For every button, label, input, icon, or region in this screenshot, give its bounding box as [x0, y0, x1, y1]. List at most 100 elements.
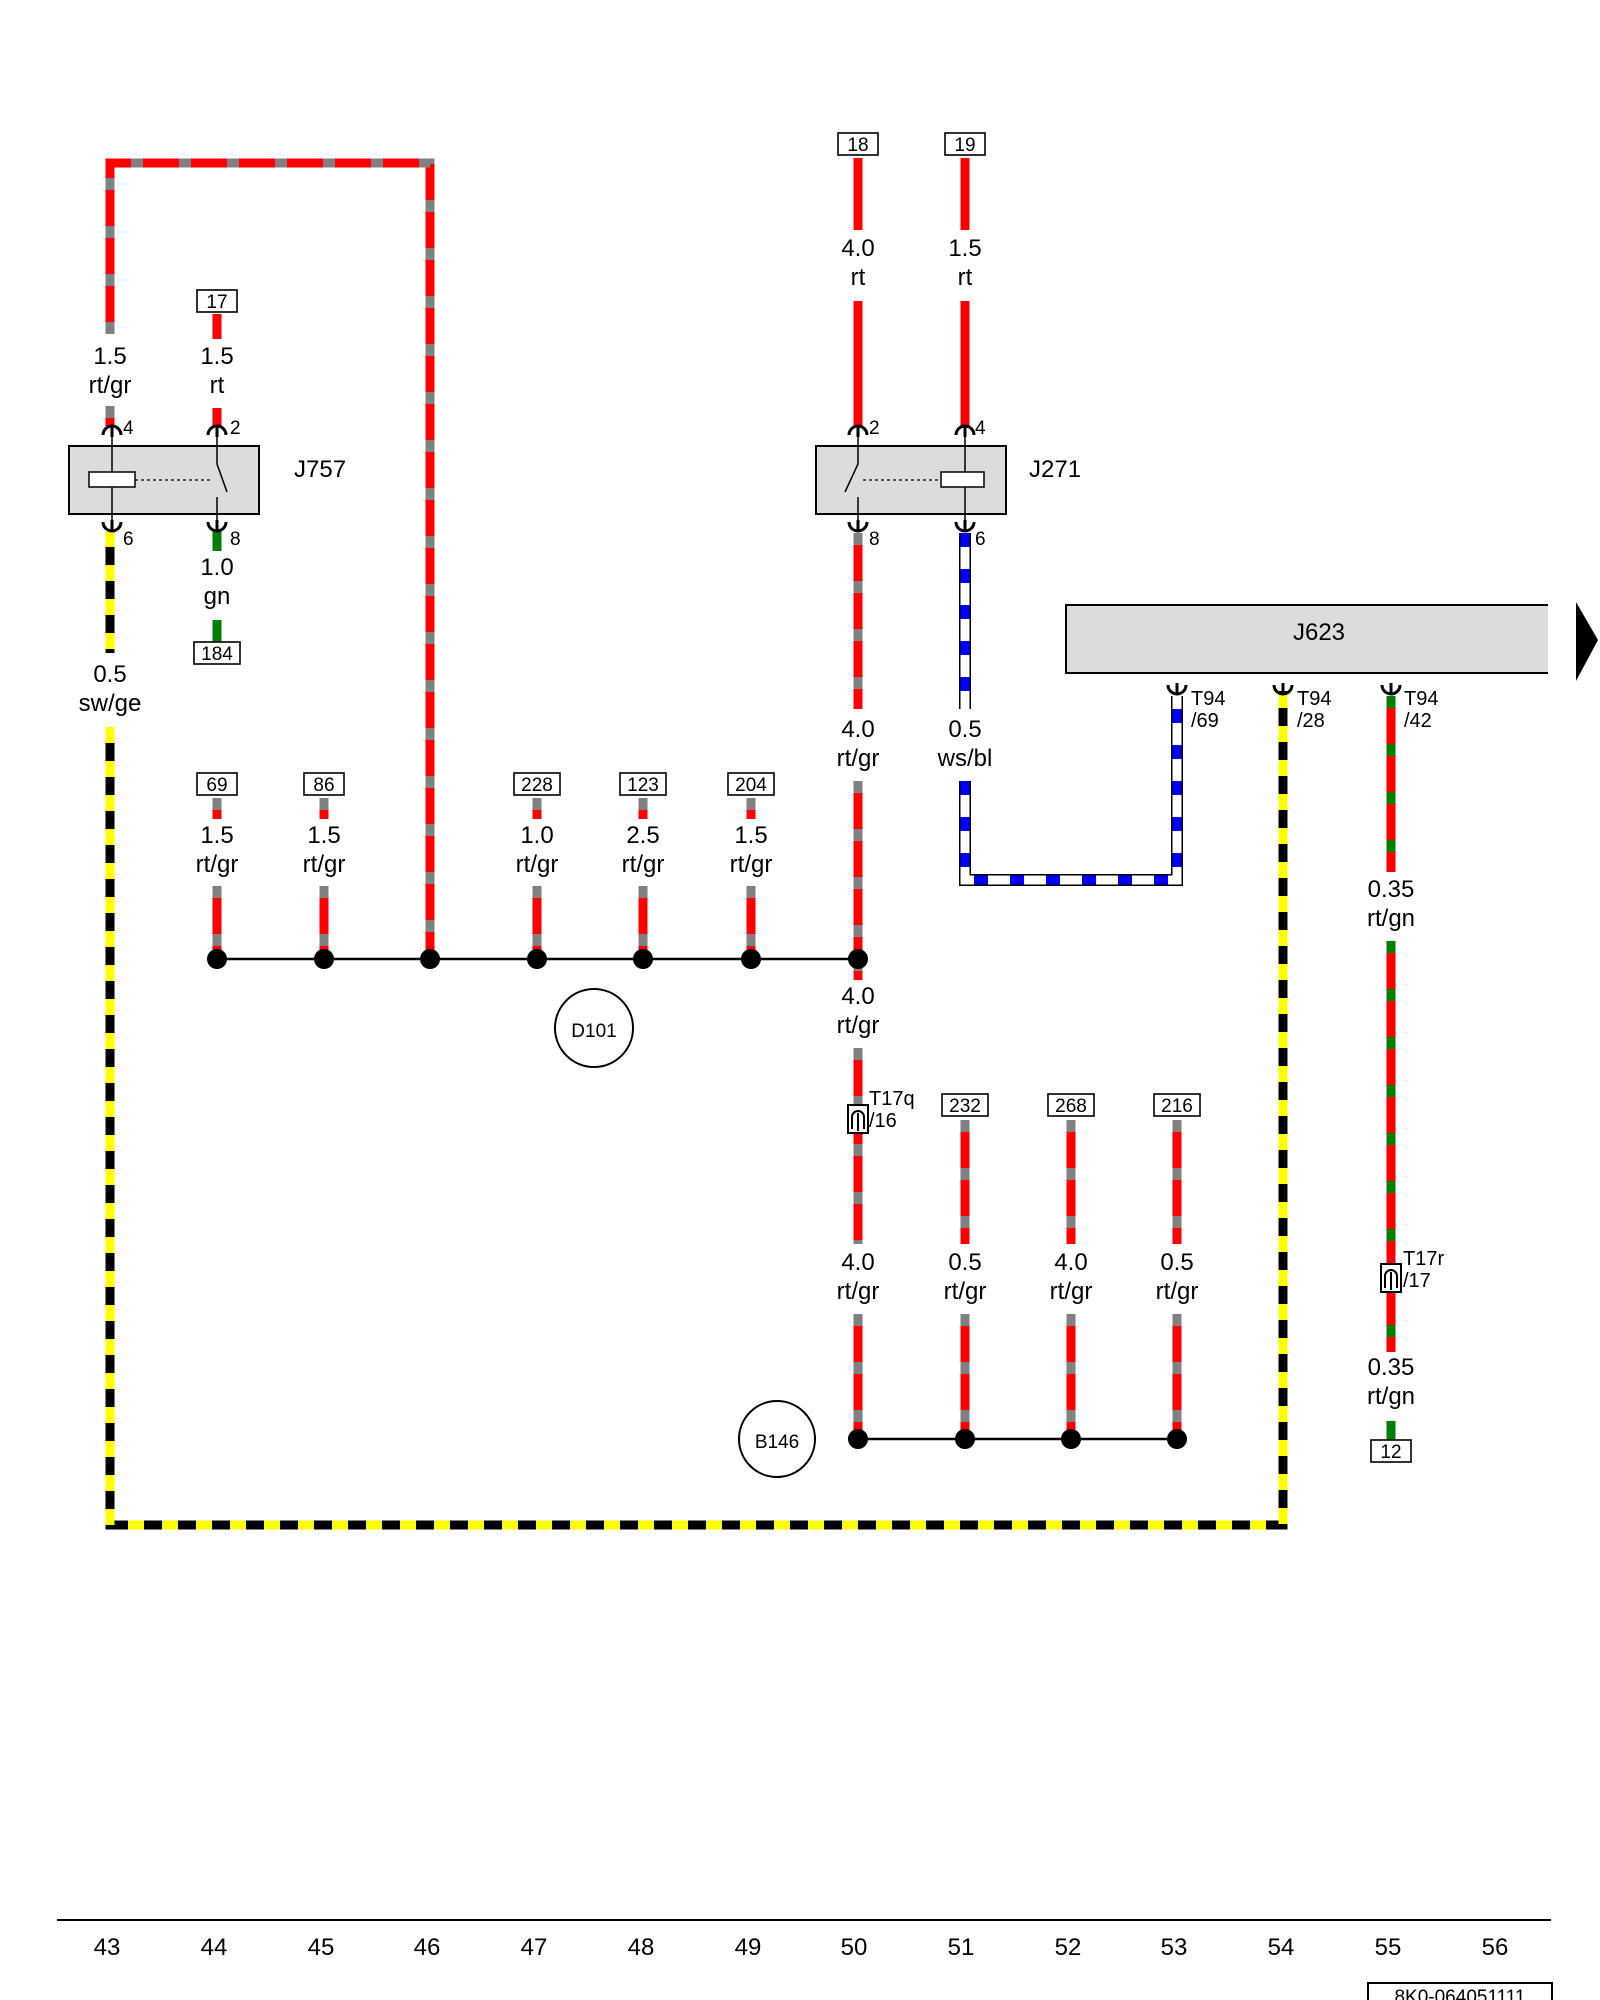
wire-stripe: [960, 696, 1182, 885]
wire-segment: [960, 696, 1182, 885]
wire-size-label: 0.35: [1368, 876, 1415, 903]
reference-number: 232: [949, 1096, 981, 1117]
component-label-J623: J623: [1293, 619, 1345, 646]
column-number: 49: [735, 1934, 762, 1961]
wire-size-label: 2.5: [626, 822, 659, 849]
column-number: 55: [1375, 1934, 1402, 1961]
reference-box-frame: [619, 772, 667, 796]
reference-box-frame: [944, 132, 986, 156]
connector-name: T17q: [869, 1088, 915, 1110]
connector-name: T94: [1297, 688, 1331, 710]
column-number: 44: [201, 1934, 228, 1961]
pin-number: 6: [123, 529, 134, 550]
continuation-arrow-icon: [1576, 602, 1598, 681]
column-number: 54: [1268, 1934, 1295, 1961]
wire-size-label: 1.0: [200, 554, 233, 581]
reference-number: 12: [1380, 1442, 1401, 1463]
connector-icon: [1380, 1263, 1402, 1293]
wire-color-label: rt/gr: [944, 1278, 987, 1305]
reference-box-frame: [196, 772, 238, 796]
wire-size-label: 1.5: [200, 343, 233, 370]
junction-dot: [848, 1429, 868, 1449]
reference-number: 216: [1161, 1096, 1193, 1117]
reference-number: 86: [313, 775, 334, 796]
reference-box: 19: [944, 132, 986, 156]
junction-dot: [1061, 1429, 1081, 1449]
reference-box-frame: [196, 289, 238, 313]
column-number: 53: [1161, 1934, 1188, 1961]
junction-dot: [527, 949, 547, 969]
wire-color-label: rt: [210, 372, 225, 399]
junction-dot: [741, 949, 761, 969]
wire-color-label: rt/gn: [1367, 905, 1415, 932]
component-label-D101: D101: [571, 1021, 616, 1042]
wire-size-label: 4.0: [841, 716, 874, 743]
wire-size-label: 0.5: [1160, 1249, 1193, 1276]
wire-size-label: 1.0: [520, 822, 553, 849]
wire-segment: [105, 158, 435, 959]
junction-dot: [207, 949, 227, 969]
reference-box-frame: [1153, 1093, 1201, 1117]
reference-box: 69: [196, 772, 238, 796]
column-number: 46: [414, 1934, 441, 1961]
connector-pin-number: /17: [1403, 1270, 1431, 1292]
wire-segment: [105, 691, 1288, 1530]
relay-coil: [88, 471, 136, 488]
pin-number: 4: [123, 418, 134, 439]
wire-size-label: 4.0: [841, 1249, 874, 1276]
reference-box: 18: [837, 132, 879, 156]
reference-number: 184: [201, 644, 233, 665]
wire-color-label: rt/gr: [303, 851, 346, 878]
wire-color-label: gn: [204, 583, 231, 610]
reference-number: 228: [521, 775, 553, 796]
document-number: 8K0-064051111: [1394, 1987, 1525, 2000]
reference-box: 204: [727, 772, 775, 796]
column-number: 43: [94, 1934, 121, 1961]
relay-switch: [216, 434, 228, 493]
reference-number: 69: [206, 775, 227, 796]
connector-pin-number: /42: [1404, 710, 1432, 732]
wire-size-label: 0.35: [1368, 1354, 1415, 1381]
wire-wsbl-to-j623: [959, 696, 1183, 886]
reference-box: 17: [196, 289, 238, 313]
components-layer: [68, 424, 1598, 1478]
wire-color-label: rt/gr: [196, 851, 239, 878]
connector-name: T94: [1191, 688, 1225, 710]
reference-box-frame: [941, 1093, 989, 1117]
wire-color-label: rt/gr: [837, 745, 880, 772]
pin-number: 8: [230, 529, 241, 550]
column-number: 52: [1055, 1934, 1082, 1961]
reference-box: 216: [1153, 1093, 1201, 1117]
wire-size-label: 1.5: [307, 822, 340, 849]
wire-outline: [959, 696, 1183, 886]
reference-box-frame: [837, 132, 879, 156]
reference-box: 12: [1370, 1439, 1412, 1463]
reference-number: 268: [1055, 1096, 1087, 1117]
wire-color-label: rt: [851, 264, 866, 291]
column-number: 45: [308, 1934, 335, 1961]
column-number: 56: [1482, 1934, 1509, 1961]
relay-switch: [844, 434, 859, 493]
connector-pin-number: /28: [1297, 710, 1325, 732]
reference-box: 86: [303, 772, 345, 796]
component-label-B146: B146: [755, 1432, 799, 1453]
pin-number: 4: [975, 418, 986, 439]
wire-color-label: rt/gr: [1156, 1278, 1199, 1305]
reference-box-frame: [727, 772, 775, 796]
reference-number: 17: [206, 292, 227, 313]
wire-stripe: [105, 158, 435, 959]
wire-color-label: ws/bl: [937, 745, 993, 772]
reference-box-frame: [193, 641, 241, 665]
component-J623-cut: [1548, 599, 1570, 679]
reference-box: 184: [193, 641, 241, 665]
junction-dot: [633, 949, 653, 969]
reference-number: 204: [735, 775, 767, 796]
reference-number: 18: [847, 135, 868, 156]
relay-coil: [940, 471, 985, 488]
reference-box-frame: [513, 772, 561, 796]
wire-color-label: rt/gr: [622, 851, 665, 878]
wire-color-label: rt/gr: [1050, 1278, 1093, 1305]
